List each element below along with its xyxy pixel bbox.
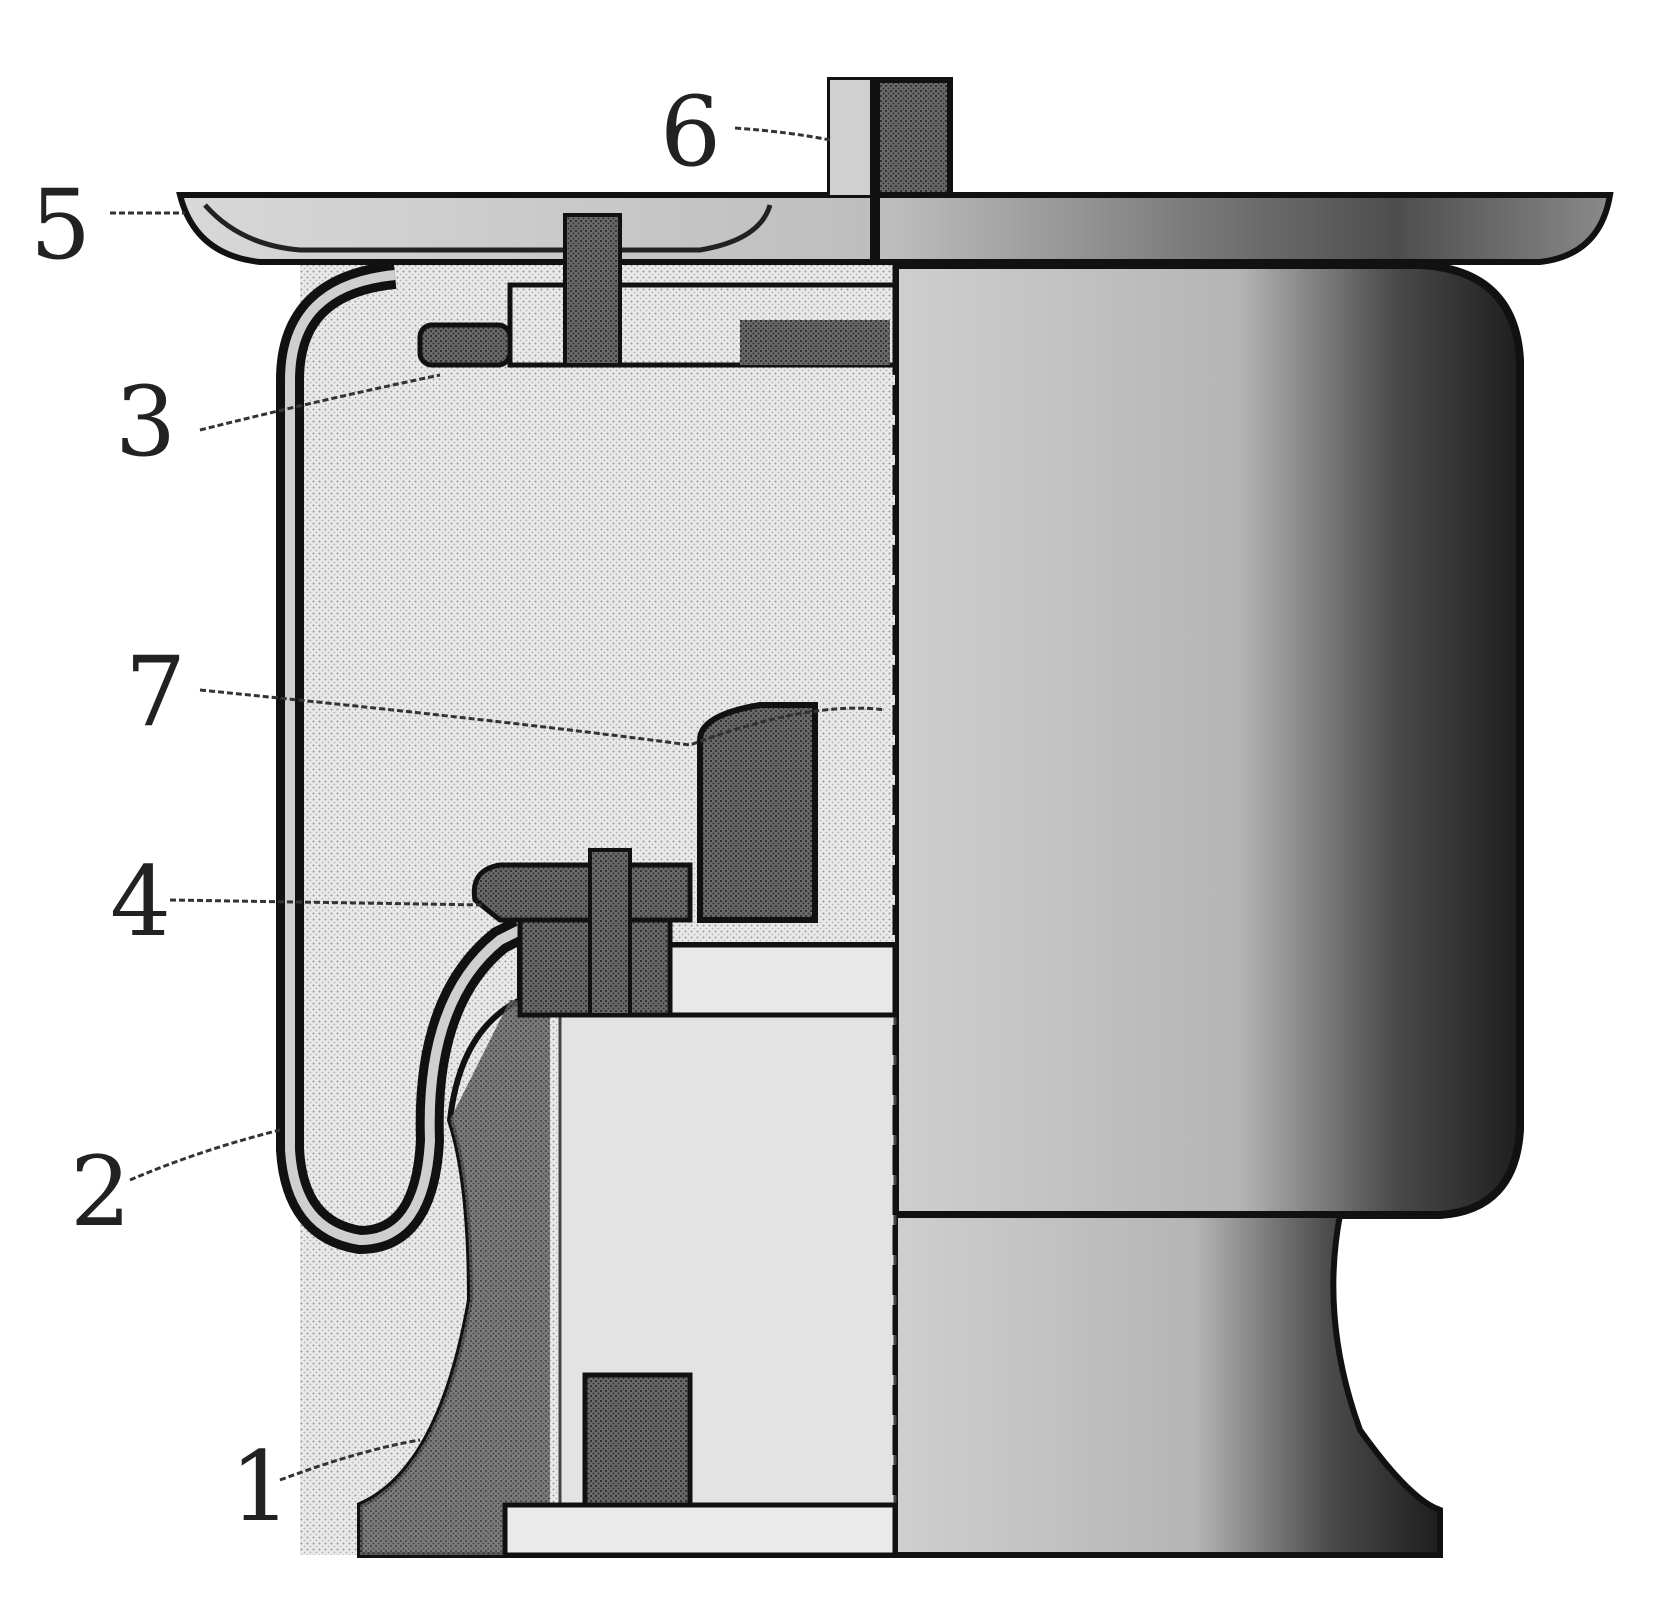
upper-clamp-ring	[417, 322, 513, 368]
label-5: 5	[30, 169, 91, 281]
lower-clamp-ring	[471, 862, 693, 923]
label-6: 6	[660, 76, 721, 188]
callout-labels: 1 2 3 4 5 6 7	[30, 76, 721, 1543]
label-7: 7	[125, 636, 186, 748]
threaded-air-port	[827, 77, 953, 340]
bellows-exterior	[891, 261, 1524, 1558]
label-2: 2	[70, 1136, 131, 1248]
label-4: 4	[110, 846, 171, 958]
label-1: 1	[230, 1431, 291, 1543]
top-cover-plate	[176, 192, 1614, 265]
upper-bolt	[563, 213, 622, 367]
lower-bolt	[588, 848, 632, 1017]
section-view	[276, 213, 898, 1558]
bump-stop-buffer	[697, 702, 818, 923]
label-3: 3	[115, 366, 176, 478]
callout-leaders	[110, 126, 886, 1482]
